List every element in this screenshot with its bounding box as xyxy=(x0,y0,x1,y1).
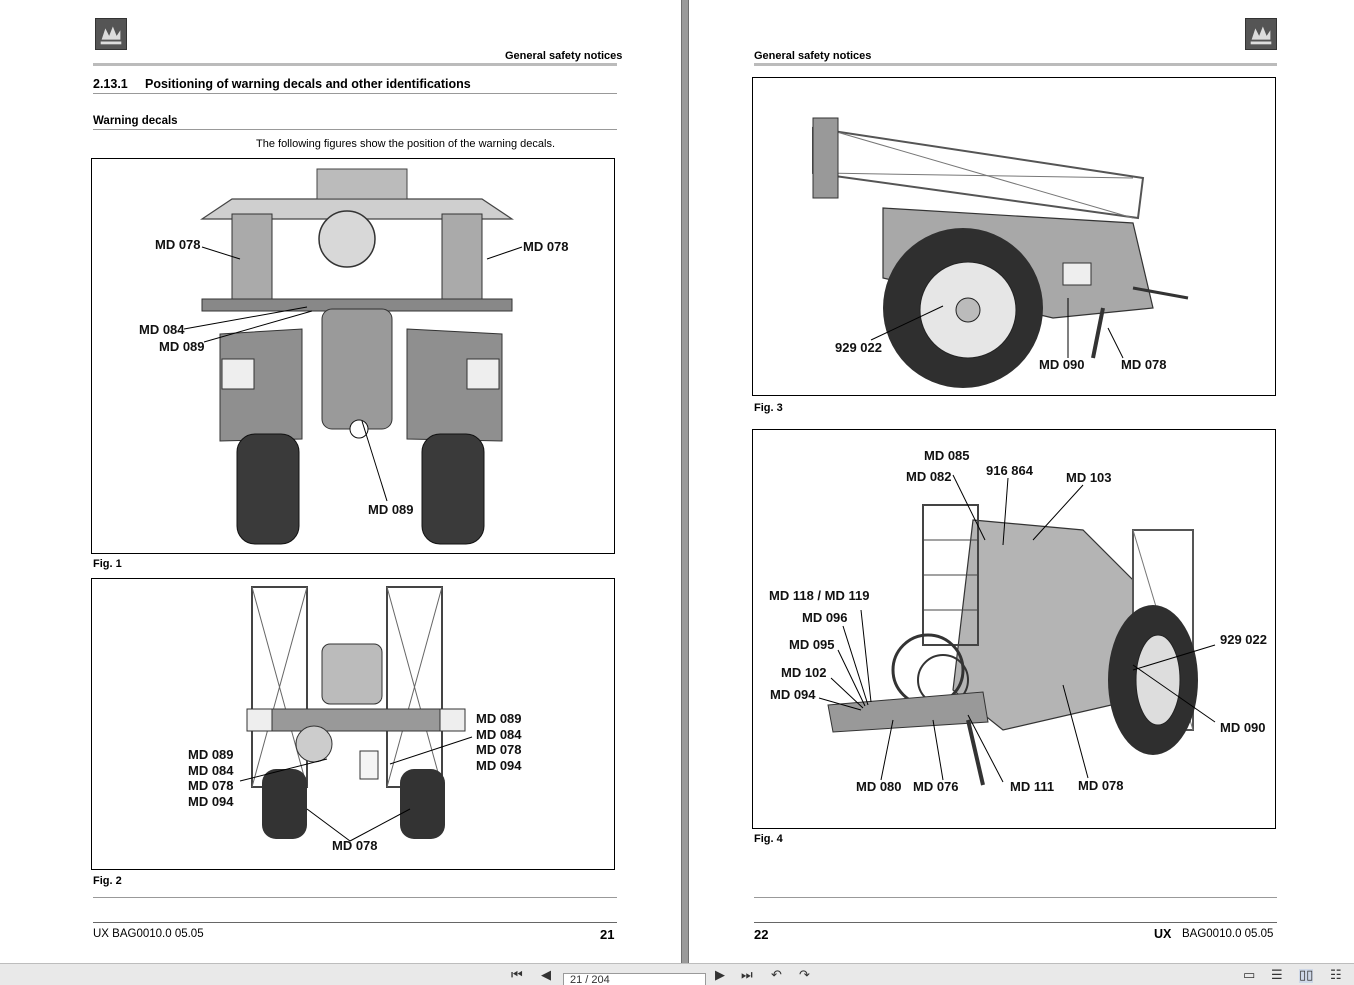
fig2-right-callout: MD 084 xyxy=(476,726,522,742)
page-number: 21 xyxy=(600,927,615,942)
fig1-callout-top-right: MD 078 xyxy=(523,239,569,254)
fig4-callout-left-a: MD 118 / MD 119 xyxy=(769,588,870,603)
fig4-callout-left-d: MD 102 xyxy=(781,665,827,680)
fig4-callout-top-a: MD 085 xyxy=(924,448,970,463)
fig4-callout-right-a: 929 022 xyxy=(1220,632,1267,647)
section-rule xyxy=(93,93,617,94)
last-page-icon[interactable]: ⏭ xyxy=(741,968,753,983)
page-header-title: General safety notices xyxy=(754,50,872,62)
figure-3: 929 022 MD 090 MD 078 xyxy=(752,77,1276,396)
figure-4: MD 085 MD 082 916 864 MD 103 MD 118 / MD… xyxy=(752,429,1276,829)
continuous-two-page-view-icon[interactable]: ☷ xyxy=(1330,968,1342,983)
fig2-left-callout: MD 084 xyxy=(188,762,234,778)
go-back-icon[interactable]: ↶ xyxy=(771,968,782,983)
footer-rule xyxy=(754,922,1277,923)
sprayer-side-illustration xyxy=(753,78,1275,395)
fig4-callout-left-b: MD 096 xyxy=(802,610,848,625)
fig1-callout-mid-left-b: MD 089 xyxy=(159,339,205,354)
subheading-rule xyxy=(93,129,617,130)
fig4-callout-bottom-b: MD 076 xyxy=(913,779,959,794)
fig2-right-callout: MD 089 xyxy=(476,711,522,726)
fig2-right-callouts: MD 089 MD 084 MD 078 MD 094 xyxy=(476,711,522,773)
fig4-callout-bottom-d: MD 078 xyxy=(1078,778,1124,793)
page-gutter xyxy=(681,0,689,963)
two-page-view-icon[interactable]: ▯▯ xyxy=(1299,968,1314,983)
next-page-icon[interactable]: ▶ xyxy=(715,968,725,983)
figure-1: MD 078 MD 078 MD 084 MD 089 MD 089 xyxy=(91,158,615,554)
fig3-callout-rear: MD 078 xyxy=(1121,357,1167,372)
left-page: General safety notices 2.13.1 Positionin… xyxy=(0,0,681,963)
footer-rule-top xyxy=(754,897,1277,898)
fig4-callout-top-d: MD 103 xyxy=(1066,470,1112,485)
subheading: Warning decals xyxy=(93,115,178,127)
single-page-view-icon[interactable]: ▭ xyxy=(1243,968,1256,983)
footer-rule-top xyxy=(93,897,617,898)
page-header-title: General safety notices xyxy=(505,50,623,62)
header-rule xyxy=(93,63,617,66)
right-page: General safety notices 929 022 M xyxy=(689,0,1354,963)
fig1-callout-bottom: MD 089 xyxy=(368,502,414,517)
fig1-callout-top-left: MD 078 xyxy=(155,237,201,252)
fig4-callout-right-b: MD 090 xyxy=(1220,720,1266,735)
fig2-left-callouts: MD 089 MD 084 MD 078 MD 094 xyxy=(188,747,234,809)
sprayer-rear-illustration xyxy=(92,159,614,553)
fig4-callout-bottom-c: MD 111 xyxy=(1010,779,1055,794)
fig2-left-callout: MD 078 xyxy=(188,778,234,793)
figure-3-label: Fig. 3 xyxy=(754,402,783,414)
fig1-callout-mid-left-a: MD 084 xyxy=(139,322,185,337)
fig4-callout-top-b: MD 082 xyxy=(906,469,952,484)
figure-1-label: Fig. 1 xyxy=(93,558,122,570)
fig4-callout-left-e: MD 094 xyxy=(770,687,816,702)
fig4-callout-left-c: MD 095 xyxy=(789,637,835,652)
fig2-left-callout: MD 089 xyxy=(188,747,234,762)
continuous-view-icon[interactable]: ☰ xyxy=(1271,968,1283,983)
fig2-left-callout: MD 094 xyxy=(188,793,234,809)
go-forward-icon[interactable]: ↷ xyxy=(799,968,810,983)
page-number-input[interactable]: 21 / 204 xyxy=(563,973,706,985)
fig2-callout-bottom: MD 078 xyxy=(332,838,378,853)
footer-doc-id: BAG0010.0 05.05 xyxy=(1182,928,1274,940)
footer-rule xyxy=(93,922,617,923)
figure-2: MD 089 MD 084 MD 078 MD 094 MD 089 MD 08… xyxy=(91,578,615,870)
fig2-right-callout: MD 078 xyxy=(476,742,522,757)
fig3-callout-wheel: 929 022 xyxy=(835,340,882,355)
viewer-toolbar: ⏮ ◀ 21 / 204 ▶ ⏭ ↶ ↷ ▭ ☰ ▯▯ ☷ xyxy=(0,963,1354,985)
amazone-logo xyxy=(1245,18,1277,50)
previous-page-icon[interactable]: ◀ xyxy=(541,968,551,983)
sprayer-rear-folded-illustration xyxy=(92,579,614,869)
fig4-callout-top-c: 916 864 xyxy=(986,463,1033,478)
fig3-callout-stand: MD 090 xyxy=(1039,357,1085,372)
footer-doc-id: UX BAG0010.0 05.05 xyxy=(93,928,204,940)
footer-brand: UX xyxy=(1154,927,1172,941)
section-number: 2.13.1 xyxy=(93,77,128,91)
fig2-right-callout: MD 094 xyxy=(476,757,522,773)
fig4-callout-bottom-a: MD 080 xyxy=(856,779,902,794)
figure-4-label: Fig. 4 xyxy=(754,833,783,845)
figure-2-label: Fig. 2 xyxy=(93,875,122,887)
first-page-icon[interactable]: ⏮ xyxy=(511,968,523,983)
intro-text: The following figures show the position … xyxy=(256,138,556,150)
sprayer-front-three-quarter-illustration xyxy=(753,430,1275,828)
amazone-logo xyxy=(95,18,127,50)
page-number: 22 xyxy=(754,927,769,942)
header-rule xyxy=(754,63,1277,66)
section-title: Positioning of warning decals and other … xyxy=(145,77,471,91)
